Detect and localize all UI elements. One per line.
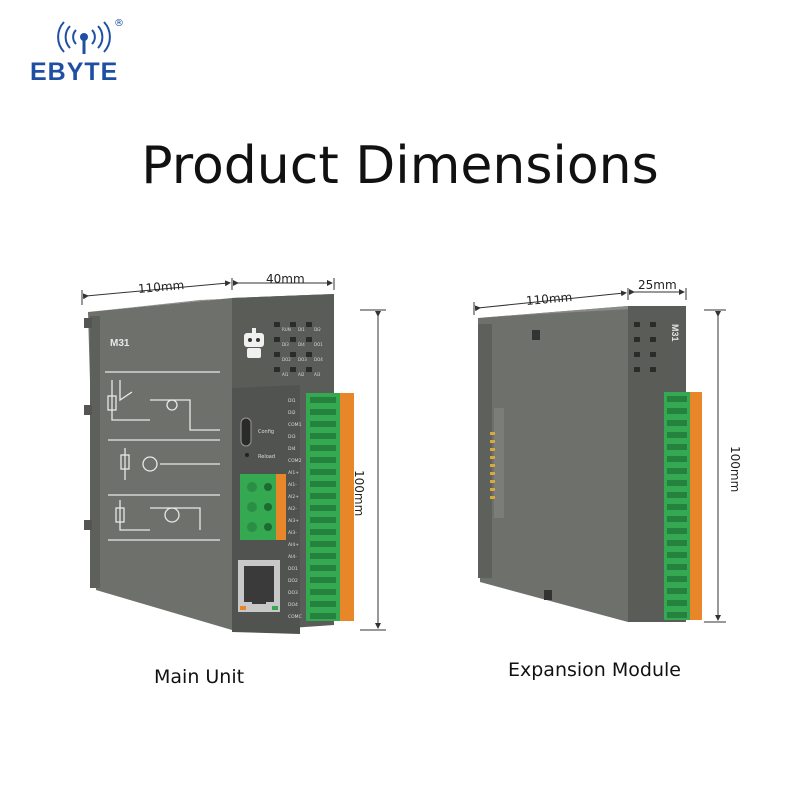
led-label: AI2 <box>298 372 305 377</box>
terminal-label: AI2- <box>288 506 297 512</box>
registered-mark: ® <box>114 18 124 29</box>
terminal-label: AI4- <box>288 554 297 560</box>
main-side-model: M31 <box>110 338 130 349</box>
led-label: DO4 <box>314 357 323 362</box>
expansion-module-caption: Expansion Module <box>508 659 681 681</box>
usb-c-port <box>240 417 252 447</box>
terminal-label: AI1+ <box>288 470 299 476</box>
terminal-label: AI4+ <box>288 542 299 548</box>
robot-mascot-icon <box>244 328 264 358</box>
terminal-label: DI4 <box>288 446 296 452</box>
brand-name: EBYTE <box>30 58 119 86</box>
main-led-panel <box>274 322 312 372</box>
main-unit-device: M31 Config Reload <box>84 294 354 634</box>
expansion-width-label: 25mm <box>638 278 677 292</box>
led-label: DI2 <box>314 327 321 332</box>
led-label: DO3 <box>298 357 307 362</box>
expansion-module-device: M31 <box>478 306 702 622</box>
terminal-label: DI2 <box>288 410 296 416</box>
main-width-label: 40mm <box>266 272 305 286</box>
terminal-label: DO1 <box>288 566 298 572</box>
led-label: DO1 <box>314 342 323 347</box>
terminal-label: COMC <box>288 614 302 620</box>
expansion-height-label: 100mm <box>728 446 742 493</box>
reload-label: Reload <box>258 454 275 460</box>
expansion-dimension-lines <box>473 288 726 623</box>
wifi-signal-icon <box>57 21 111 54</box>
terminal-label: DO3 <box>288 590 298 596</box>
config-label: Config <box>258 429 274 435</box>
led-label: RUN <box>282 327 291 332</box>
power-terminal-block <box>240 474 286 540</box>
terminal-label: DI3 <box>288 434 296 440</box>
led-label: AI1 <box>282 372 289 377</box>
terminal-label: AI3+ <box>288 518 299 524</box>
terminal-label: AI3- <box>288 530 297 536</box>
led-label: DO2 <box>282 357 291 362</box>
led-label: DI4 <box>298 342 305 347</box>
main-io-terminal-strip <box>306 393 354 621</box>
expansion-led-panel <box>634 322 656 372</box>
terminal-label: AI2+ <box>288 494 299 500</box>
reload-button <box>245 453 249 457</box>
terminal-label: DI1 <box>288 398 296 404</box>
terminal-label: DO2 <box>288 578 298 584</box>
terminal-label: DO4 <box>288 602 298 608</box>
main-height-label: 100mm <box>352 470 366 517</box>
expansion-side-face <box>478 306 628 622</box>
terminal-label: COM2 <box>288 458 302 464</box>
led-label: AI3 <box>314 372 321 377</box>
main-dimension-lines <box>81 278 386 631</box>
page-title: Product Dimensions <box>141 136 659 196</box>
expansion-model: M31 <box>670 324 680 342</box>
ebyte-logo: ® EBYTE <box>30 18 150 88</box>
terminal-label: COM1 <box>288 422 302 428</box>
led-label: DI1 <box>298 327 305 332</box>
bus-connector-pins <box>490 432 495 499</box>
main-unit-caption: Main Unit <box>154 666 245 688</box>
ethernet-port <box>238 560 280 612</box>
expansion-io-terminal-strip <box>664 392 702 620</box>
terminal-label: AI1- <box>288 482 297 488</box>
led-label: DI3 <box>282 342 289 347</box>
wiring-schematic <box>105 371 220 541</box>
